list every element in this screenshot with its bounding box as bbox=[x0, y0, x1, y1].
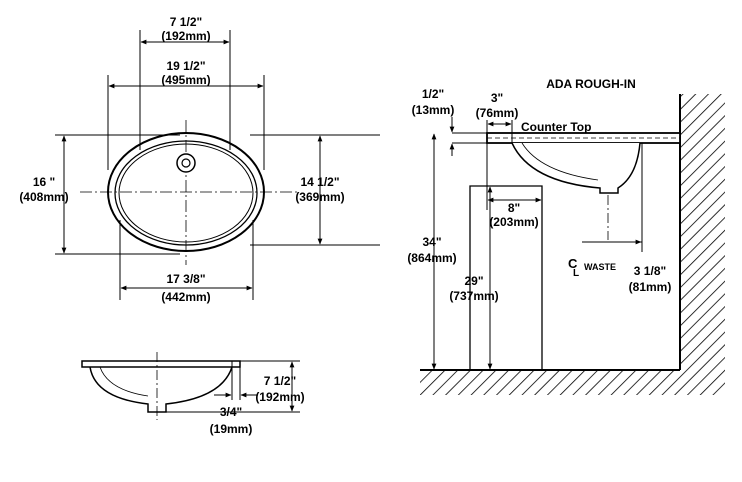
overflow-hole-icon bbox=[176, 153, 196, 173]
waste-offset-label: 3 1/8" bbox=[634, 264, 666, 278]
overall-depth-mm-label: (408mm) bbox=[19, 190, 68, 204]
setback-mm-label: (76mm) bbox=[476, 106, 519, 120]
top-view bbox=[55, 30, 380, 300]
centerline-symbol-icon: C L bbox=[568, 256, 579, 279]
bowl-depth-mm-label: (369mm) bbox=[295, 190, 344, 204]
side-view-rim bbox=[81, 360, 241, 368]
rough-in-drawing bbox=[431, 117, 681, 370]
lip-mm-label: (19mm) bbox=[210, 422, 253, 436]
knee-depth-mm-label: (203mm) bbox=[489, 215, 538, 229]
waste-label: WASTE bbox=[584, 262, 616, 272]
bowl-width-mm-label: (442mm) bbox=[161, 290, 210, 304]
counter-height-mm-label: (864mm) bbox=[407, 251, 456, 265]
lip-label: 3/4" bbox=[220, 405, 242, 419]
rough-in-title: ADA ROUGH-IN bbox=[546, 77, 636, 91]
knee-height-mm-label: (737mm) bbox=[449, 289, 498, 303]
bowl-width-label: 17 3/8" bbox=[166, 272, 205, 286]
svg-text:C: C bbox=[568, 256, 578, 271]
top-width-mm-label: (192mm) bbox=[161, 29, 210, 43]
knee-height-label: 29" bbox=[464, 274, 483, 288]
wall-hatch bbox=[680, 94, 725, 370]
counter-thickness-mm-label: (13mm) bbox=[412, 103, 455, 117]
overflow-hole-inner-icon bbox=[181, 158, 191, 168]
overall-depth-label: 16 " bbox=[33, 175, 55, 189]
counter-top-label: Counter Top bbox=[521, 120, 591, 134]
waste-offset-mm-label: (81mm) bbox=[629, 280, 672, 294]
svg-text:L: L bbox=[573, 268, 579, 279]
knee-depth-label: 8" bbox=[508, 201, 520, 215]
knee-clearance bbox=[469, 185, 543, 370]
side-view bbox=[81, 352, 300, 420]
basin-section bbox=[511, 142, 641, 194]
counter-height-label: 34" bbox=[422, 235, 441, 249]
setback-label: 3" bbox=[491, 91, 503, 105]
overall-width-label: 19 1/2" bbox=[166, 59, 205, 73]
overall-width-mm-label: (495mm) bbox=[161, 73, 210, 87]
side-height-label: 7 1/2" bbox=[264, 374, 296, 388]
side-view-bowl-inner bbox=[99, 366, 149, 397]
side-height-mm-label: (192mm) bbox=[255, 390, 304, 404]
bowl-depth-label: 14 1/2" bbox=[300, 175, 339, 189]
basin-section-inner bbox=[521, 142, 599, 181]
side-view-bowl bbox=[89, 366, 233, 413]
top-width-label: 7 1/2" bbox=[170, 15, 202, 29]
counter-thickness-label: 1/2" bbox=[422, 87, 444, 101]
floor-hatch bbox=[420, 370, 725, 395]
